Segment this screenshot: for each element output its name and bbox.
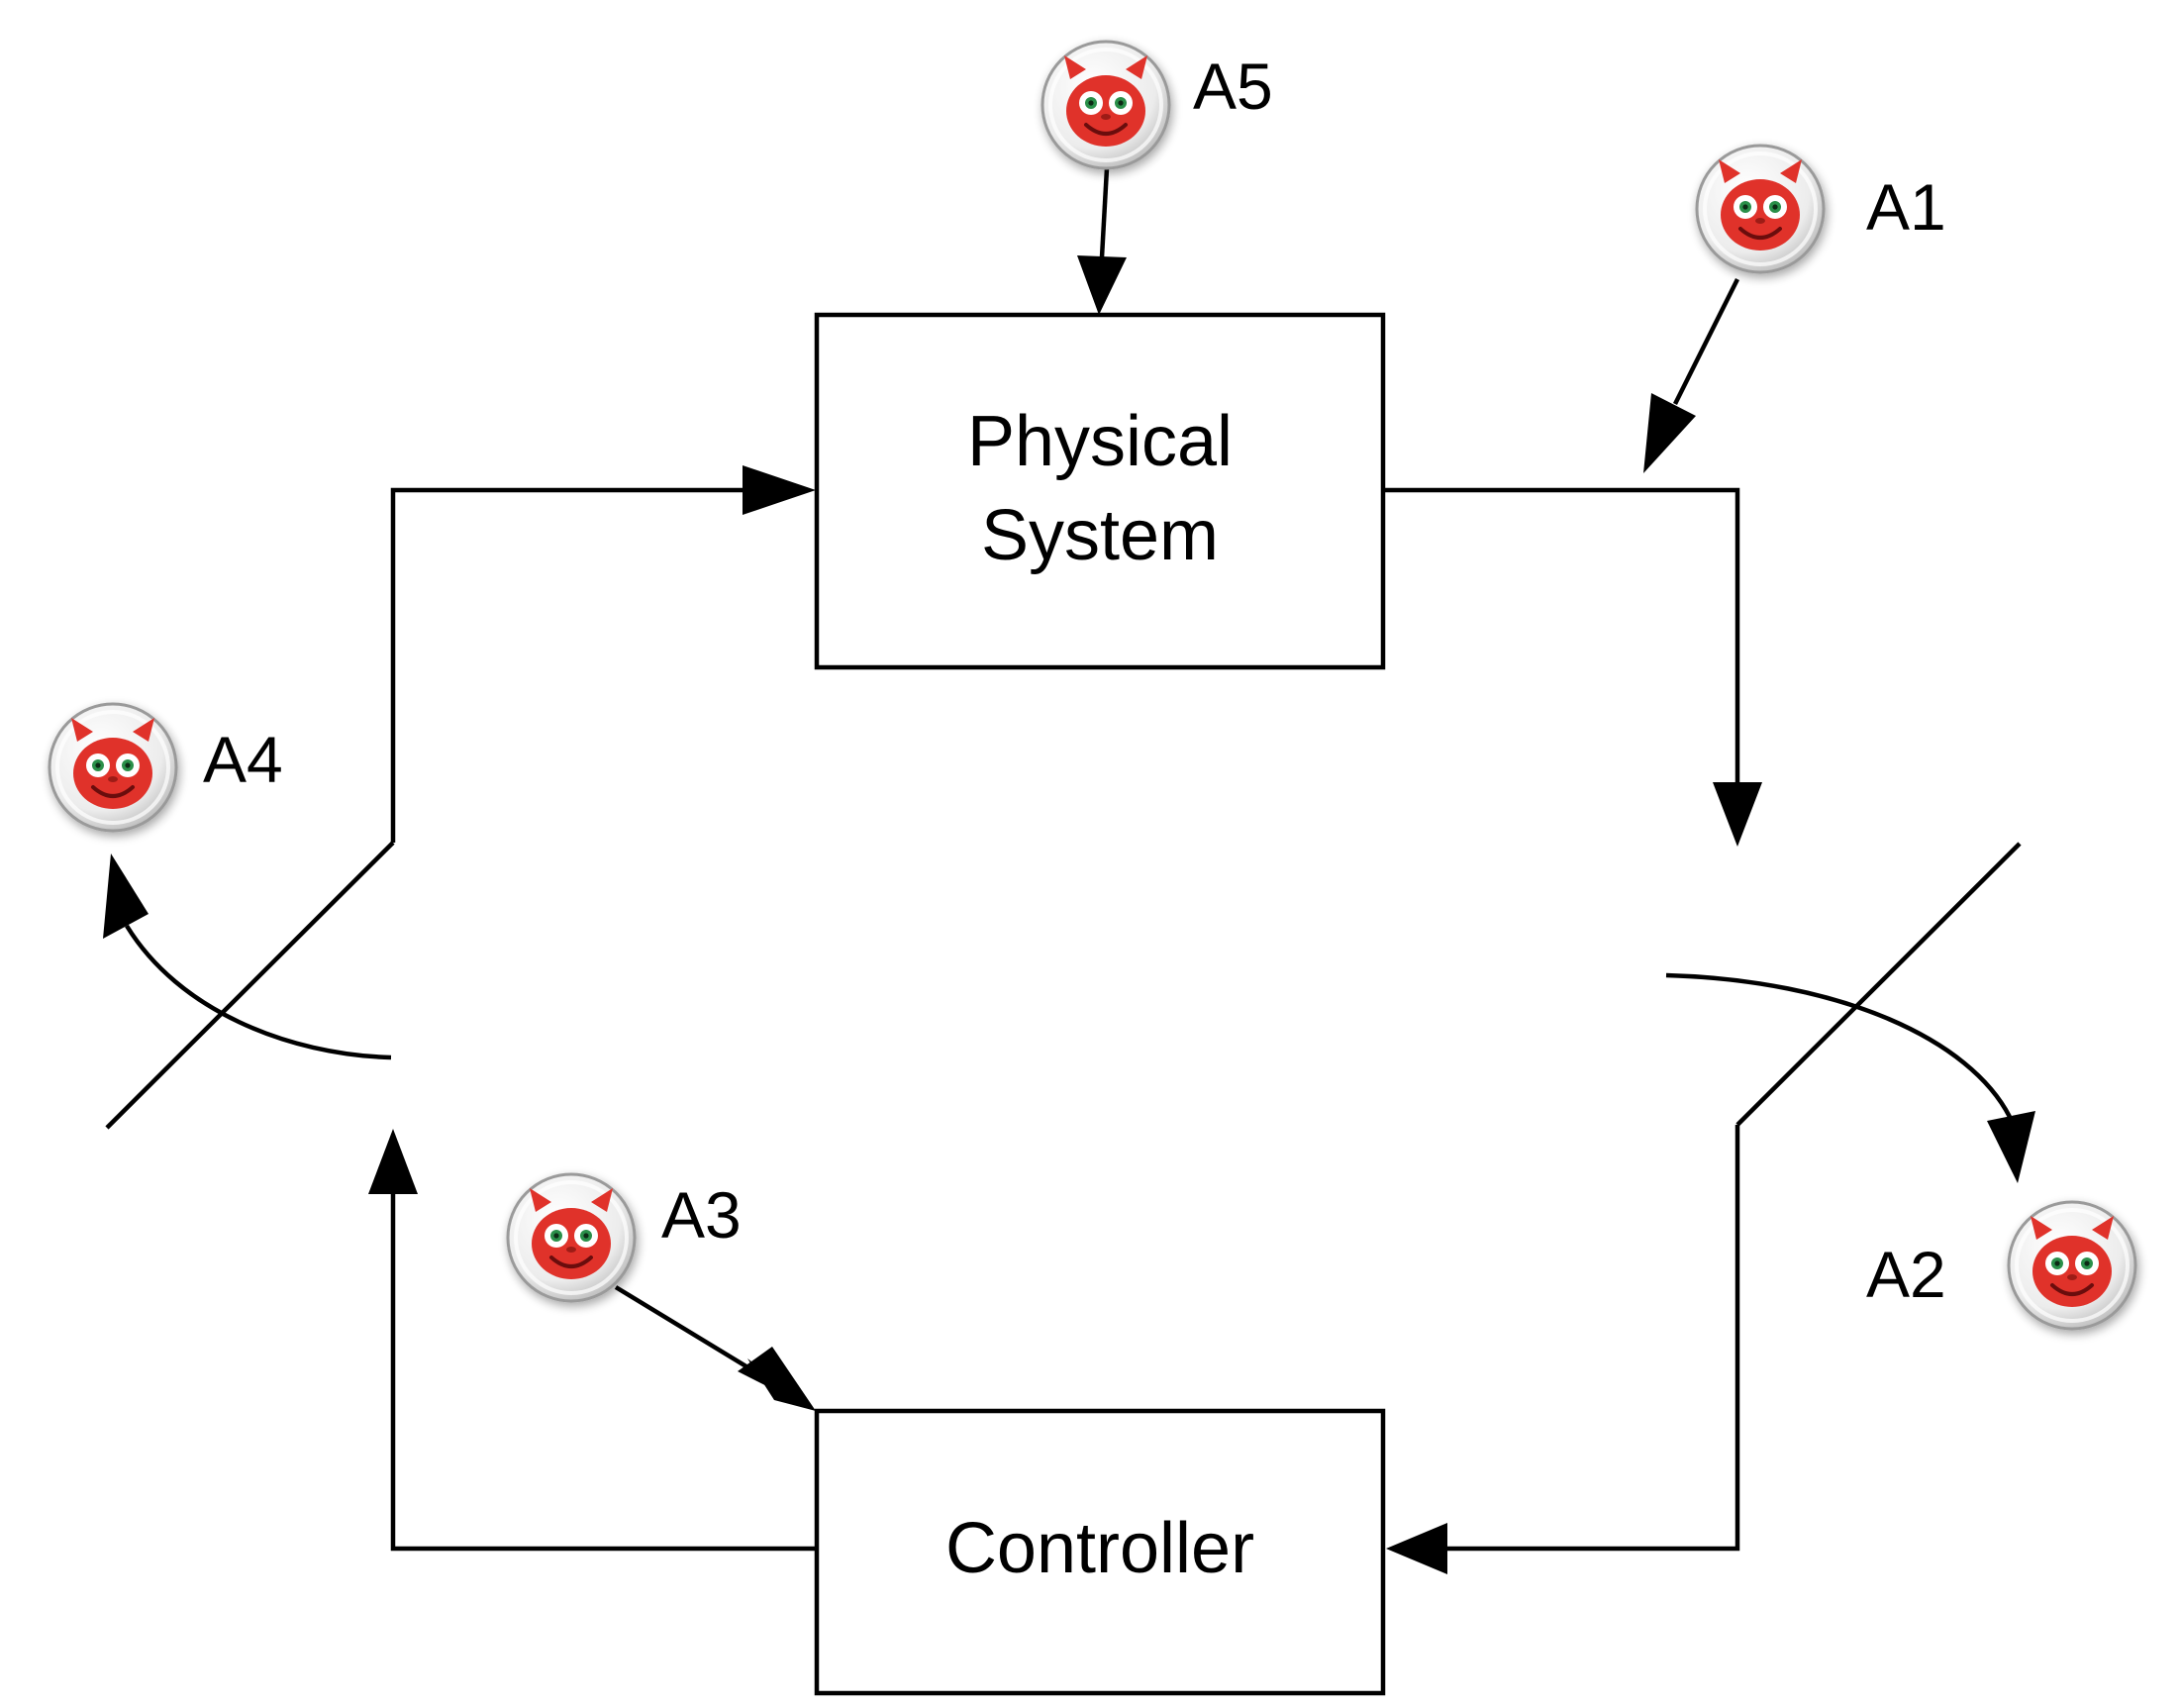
attack-arrow-a4 bbox=[103, 854, 392, 1060]
attacker-a5-label: A5 bbox=[1193, 50, 1273, 123]
actuator-path bbox=[105, 465, 817, 1552]
physical-system-label-line2: System bbox=[981, 496, 1219, 575]
physical-system-label-line1: Physical bbox=[967, 402, 1233, 481]
attack-arrow-a5 bbox=[1077, 167, 1127, 315]
physical-system-block: Physical System bbox=[814, 312, 1386, 670]
attacker-a4-label: A4 bbox=[203, 723, 283, 796]
attacker-a3-label: A3 bbox=[661, 1178, 742, 1252]
actuator-switch bbox=[105, 841, 395, 1130]
controller-label: Controller bbox=[945, 1509, 1254, 1588]
attack-arrow-a1 bbox=[1643, 277, 1740, 473]
attack-arrow-a2 bbox=[1665, 972, 2035, 1183]
devil-face-icon bbox=[1040, 40, 1171, 170]
controller-block: Controller bbox=[814, 1408, 1386, 1696]
sensor-switch bbox=[1735, 842, 2022, 1127]
attacker-a1: A1 bbox=[1695, 144, 1946, 274]
devil-face-icon bbox=[506, 1172, 637, 1303]
devil-face-icon bbox=[1695, 144, 1826, 274]
attacker-a5: A5 bbox=[1040, 40, 1273, 170]
attacker-a1-label: A1 bbox=[1866, 170, 1946, 244]
attacker-a2: A2 bbox=[1866, 1200, 2137, 1331]
attacker-a4: A4 bbox=[48, 702, 283, 833]
attack-arrow-a3 bbox=[614, 1285, 816, 1411]
attacker-a2-label: A2 bbox=[1866, 1238, 1946, 1311]
sensor-path bbox=[1383, 487, 2022, 1574]
attacker-a3: A3 bbox=[506, 1172, 742, 1303]
devil-face-icon bbox=[2007, 1200, 2137, 1331]
devil-face-icon bbox=[48, 702, 178, 833]
